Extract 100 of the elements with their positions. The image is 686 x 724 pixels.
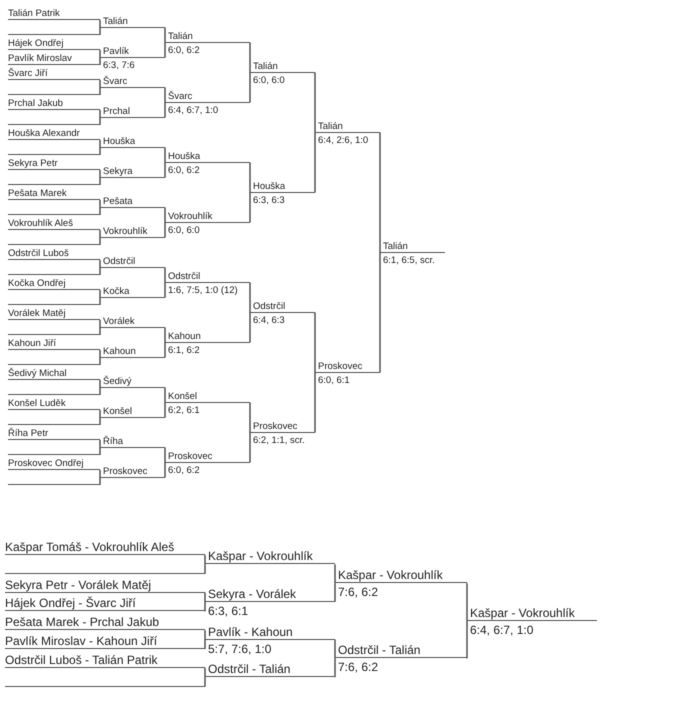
player-slot: Proskovec <box>100 466 165 478</box>
match-score: 6:4, 2:6, 1:0 <box>318 134 368 146</box>
match-score: 6:0, 6:2 <box>168 464 200 476</box>
bracket-connector <box>314 312 316 372</box>
bracket-connector <box>314 132 316 192</box>
player-slot: Kahoun Jiří <box>8 338 100 350</box>
bracket-connector <box>164 88 166 102</box>
match-score: 6:4, 6:7, 1:0 <box>168 104 218 116</box>
player-slot: Kočka Ondřej <box>8 278 100 290</box>
player-slot: Odstrčil <box>165 270 250 282</box>
pair-slot: Kašpar Tomáš - Vokrouhlík Aleš <box>5 541 205 555</box>
player-slot: Švarc <box>100 76 165 88</box>
bracket-connector <box>164 388 166 402</box>
bracket-connector <box>379 252 381 372</box>
player-slot: Odstrčil <box>250 300 315 312</box>
player-slot: Prchal <box>100 106 165 118</box>
bracket-connector <box>204 564 206 574</box>
player-slot: Houška <box>100 136 165 148</box>
bracket-connector <box>334 658 336 678</box>
player-slot: Vokrouhlík Aleš <box>8 218 100 230</box>
bracket-connector <box>99 380 101 388</box>
bracket-connector <box>334 640 336 658</box>
match-score: 6:3, 7:6 <box>103 60 135 72</box>
bracket-connector <box>249 72 251 102</box>
bracket-connector <box>99 388 101 395</box>
bracket-connector <box>314 372 316 432</box>
bracket-connector <box>164 28 166 42</box>
player-slot: Talián Patrik <box>8 8 100 20</box>
bracket-connector <box>249 282 251 312</box>
player-slot: Pavlík <box>100 46 165 58</box>
player-slot: Proskovec Ondřej <box>8 458 100 470</box>
player-slot: Šedivý Michal <box>8 368 100 380</box>
bracket-connector <box>99 110 101 118</box>
player-slot: Vokrouhlík <box>165 210 250 222</box>
bracket-connector <box>99 118 101 125</box>
match-score: 6:2, 1:1, scr. <box>253 434 305 446</box>
bracket-connector <box>164 402 166 418</box>
bracket-connector <box>99 328 101 335</box>
bracket-connector <box>204 630 206 640</box>
bracket-connector <box>99 448 101 455</box>
player-slot: Švarc <box>165 90 250 102</box>
bracket-connector <box>204 602 206 612</box>
player-slot: Talián <box>315 120 380 132</box>
player-slot: Kočka <box>100 286 165 298</box>
bracket-connector <box>99 268 101 275</box>
player-slot: Vokrouhlík <box>100 226 165 238</box>
player-slot: Švarc Jiří <box>8 68 100 80</box>
bracket-connector <box>249 432 251 462</box>
match-score: 6:3, 6:3 <box>253 194 285 206</box>
match-score: 7:6, 6:2 <box>338 585 378 600</box>
bracket-connector <box>99 148 101 155</box>
bracket-connector <box>466 620 468 658</box>
player-slot: Šedivý <box>100 376 165 388</box>
bracket-connector <box>204 640 206 649</box>
bracket-connector <box>334 564 336 584</box>
player-slot: Odstrčil <box>100 256 165 268</box>
player-slot: Talián <box>100 16 165 28</box>
player-slot: Prchal Jakub <box>8 98 100 110</box>
bracket-connector <box>99 418 101 425</box>
bracket-connector <box>164 148 166 162</box>
pair-slot: Kašpar - Vokrouhlík <box>467 606 597 621</box>
bracket-connector <box>99 478 101 485</box>
bracket-connector <box>99 470 101 478</box>
bracket-connector <box>164 462 166 478</box>
bracket-connector <box>164 162 166 178</box>
pair-slot: Kašpar - Vokrouhlík <box>335 569 467 584</box>
bracket-connector <box>164 208 166 222</box>
bracket-connector <box>99 80 101 88</box>
player-slot: Kahoun <box>165 330 250 342</box>
bracket-connector <box>164 102 166 118</box>
player-slot: Říha <box>100 436 165 448</box>
match-score: 6:2, 6:1 <box>168 404 200 416</box>
pair-slot: Pavlík Miroslav - Kahoun Jiří <box>5 635 205 649</box>
player-slot: Vorálek Matěj <box>8 308 100 320</box>
player-slot: Pešata Marek <box>8 188 100 200</box>
player-slot: Proskovec <box>250 420 315 432</box>
bracket-connector <box>164 448 166 462</box>
bracket-connector <box>164 328 166 342</box>
bracket-connector <box>99 290 101 298</box>
bracket-connector <box>249 192 251 222</box>
player-slot: Houška <box>165 150 250 162</box>
match-score: 6:0, 6:0 <box>253 74 285 86</box>
player-slot: Sekyra <box>100 166 165 178</box>
pair-slot: Odstrčil Luboš - Talián Patrik <box>5 654 205 668</box>
match-score: 5:7, 7:6, 1:0 <box>208 642 272 656</box>
bracket-connector <box>204 668 206 678</box>
bracket-connector <box>249 402 251 432</box>
bracket-connector <box>99 320 101 328</box>
player-slot: Houška Alexandr <box>8 128 100 140</box>
match-score: 6:1, 6:5, scr. <box>383 254 435 266</box>
player-slot: Talián <box>380 240 445 252</box>
player-slot: Odstrčil Luboš <box>8 248 100 260</box>
bracket-connector <box>334 583 336 602</box>
match-score: 7:6, 6:2 <box>338 660 378 674</box>
player-slot: Sekyra Petr <box>8 158 100 170</box>
bracket-connector <box>99 350 101 358</box>
player-slot: Hájek Ondřej <box>8 38 100 50</box>
bracket-connector <box>99 440 101 448</box>
bracket-connector <box>466 583 468 621</box>
match-score: 6:4, 6:7, 1:0 <box>470 622 534 637</box>
